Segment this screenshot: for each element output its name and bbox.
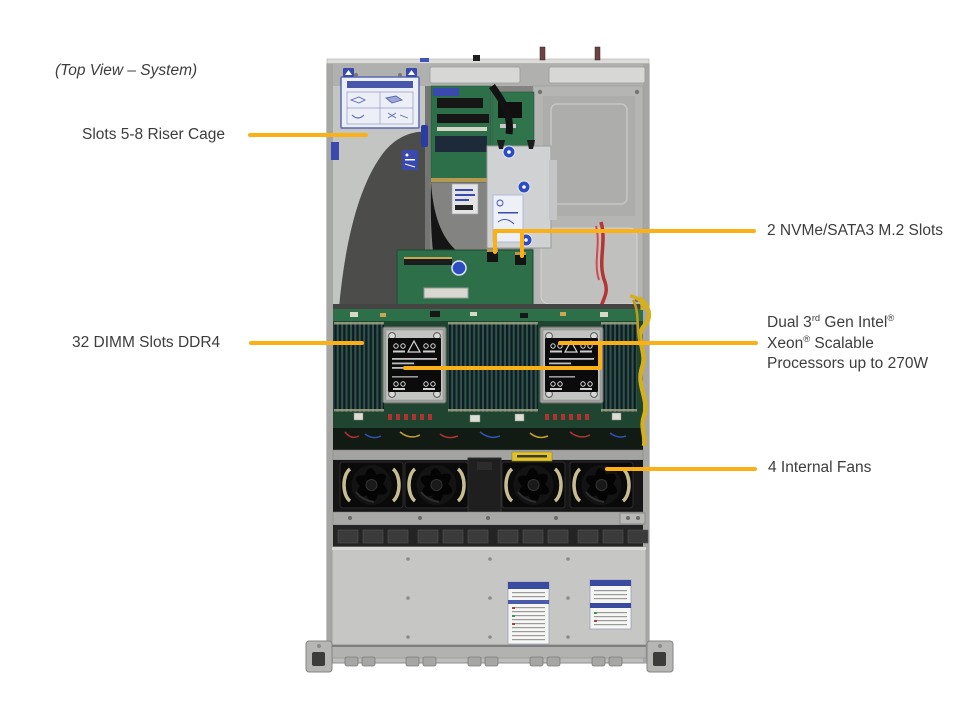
dimm-bank-right	[601, 322, 637, 412]
riser-cards	[430, 84, 535, 308]
cpu-label-line3: Processors up to 270W	[767, 355, 929, 372]
spec-label-1	[507, 581, 550, 645]
m2-callout-line	[493, 229, 756, 233]
blue-warning-sticker-icon	[406, 68, 417, 77]
rack-handle-right	[646, 640, 674, 673]
riser-cage-instruction-label	[340, 76, 420, 129]
rear-latch-icon	[473, 55, 480, 61]
fan-headers-row	[353, 412, 622, 423]
rear-io-bar	[429, 66, 521, 84]
cpu-callout-line-bottom	[403, 366, 602, 370]
motherboard	[333, 294, 652, 452]
drive-bay-cover	[331, 546, 647, 646]
fan-wiring-strip	[333, 428, 643, 452]
spec-label-2	[589, 579, 632, 630]
blue-icon-sticker	[402, 150, 418, 170]
blue-thumbscrew-icon	[451, 260, 467, 276]
m2-bracket-label	[492, 194, 524, 243]
cpu2-heatsink	[539, 326, 604, 404]
fan-bay	[332, 449, 646, 526]
blue-latch-tab	[421, 125, 428, 147]
front-latch	[344, 656, 376, 667]
red-cable	[599, 221, 608, 309]
front-latch	[591, 656, 623, 667]
callout-riser-cage: Slots 5-8 Riser Cage	[82, 126, 226, 143]
cpu-label-line1: Dual 3	[767, 314, 812, 331]
yellow-cable	[629, 294, 652, 447]
callout-internal-fans: 4 Internal Fans	[768, 459, 872, 476]
black-cable	[489, 84, 513, 135]
dimm-callout-line	[249, 341, 364, 345]
cpu-label-line2: Xeon	[767, 334, 804, 352]
rear-compartment	[331, 68, 644, 309]
m2-callout-tick-1	[493, 229, 497, 254]
cpu-callout-line-vertical	[598, 341, 602, 370]
blue-thumbscrew-icon	[517, 180, 531, 194]
blue-edge-sticker	[331, 142, 339, 160]
m2-board	[396, 249, 534, 307]
ribbon-cable	[430, 182, 492, 298]
fan-3	[500, 460, 567, 510]
fan-2	[403, 460, 470, 510]
dimm-bank-left	[334, 322, 384, 412]
callout-m2-slots: 2 NVMe/SATA3 M.2 Slots	[767, 222, 944, 239]
riser-cage-opening	[339, 131, 430, 308]
thumbscrew-icon	[594, 46, 601, 61]
rack-handle-left	[305, 640, 333, 673]
callout-dimm-slots: 32 DIMM Slots DDR4	[72, 334, 221, 351]
m2-callout-tick-2	[520, 229, 524, 258]
front-latch	[529, 656, 561, 667]
front-latch	[467, 656, 499, 667]
warning-sticker	[511, 451, 553, 462]
cpu1-heatsink	[382, 326, 447, 404]
chassis-rear-edge	[326, 46, 650, 66]
front-drive-section	[305, 525, 674, 673]
blue-warning-sticker-icon	[343, 68, 354, 77]
ribbon-cable-label	[451, 183, 479, 215]
thumbscrew-icon	[539, 46, 546, 61]
psu-bay	[532, 85, 644, 309]
riser-cage	[331, 68, 431, 308]
fan-1	[338, 460, 405, 510]
cpu-callout-line-top	[558, 341, 758, 345]
front-latch	[405, 656, 437, 667]
fans-callout-line	[605, 467, 757, 471]
blue-thumbscrew-icon	[502, 145, 516, 159]
rear-blue-clip-icon	[420, 58, 429, 62]
red-cable	[595, 225, 600, 281]
riser-callout-line	[248, 133, 368, 137]
callout-cpu: Dual 3rd Gen Intel® Xeon® Scalable Proce…	[767, 312, 929, 372]
diagram-title: (Top View – System)	[55, 62, 198, 79]
rear-io-bar	[548, 66, 646, 84]
